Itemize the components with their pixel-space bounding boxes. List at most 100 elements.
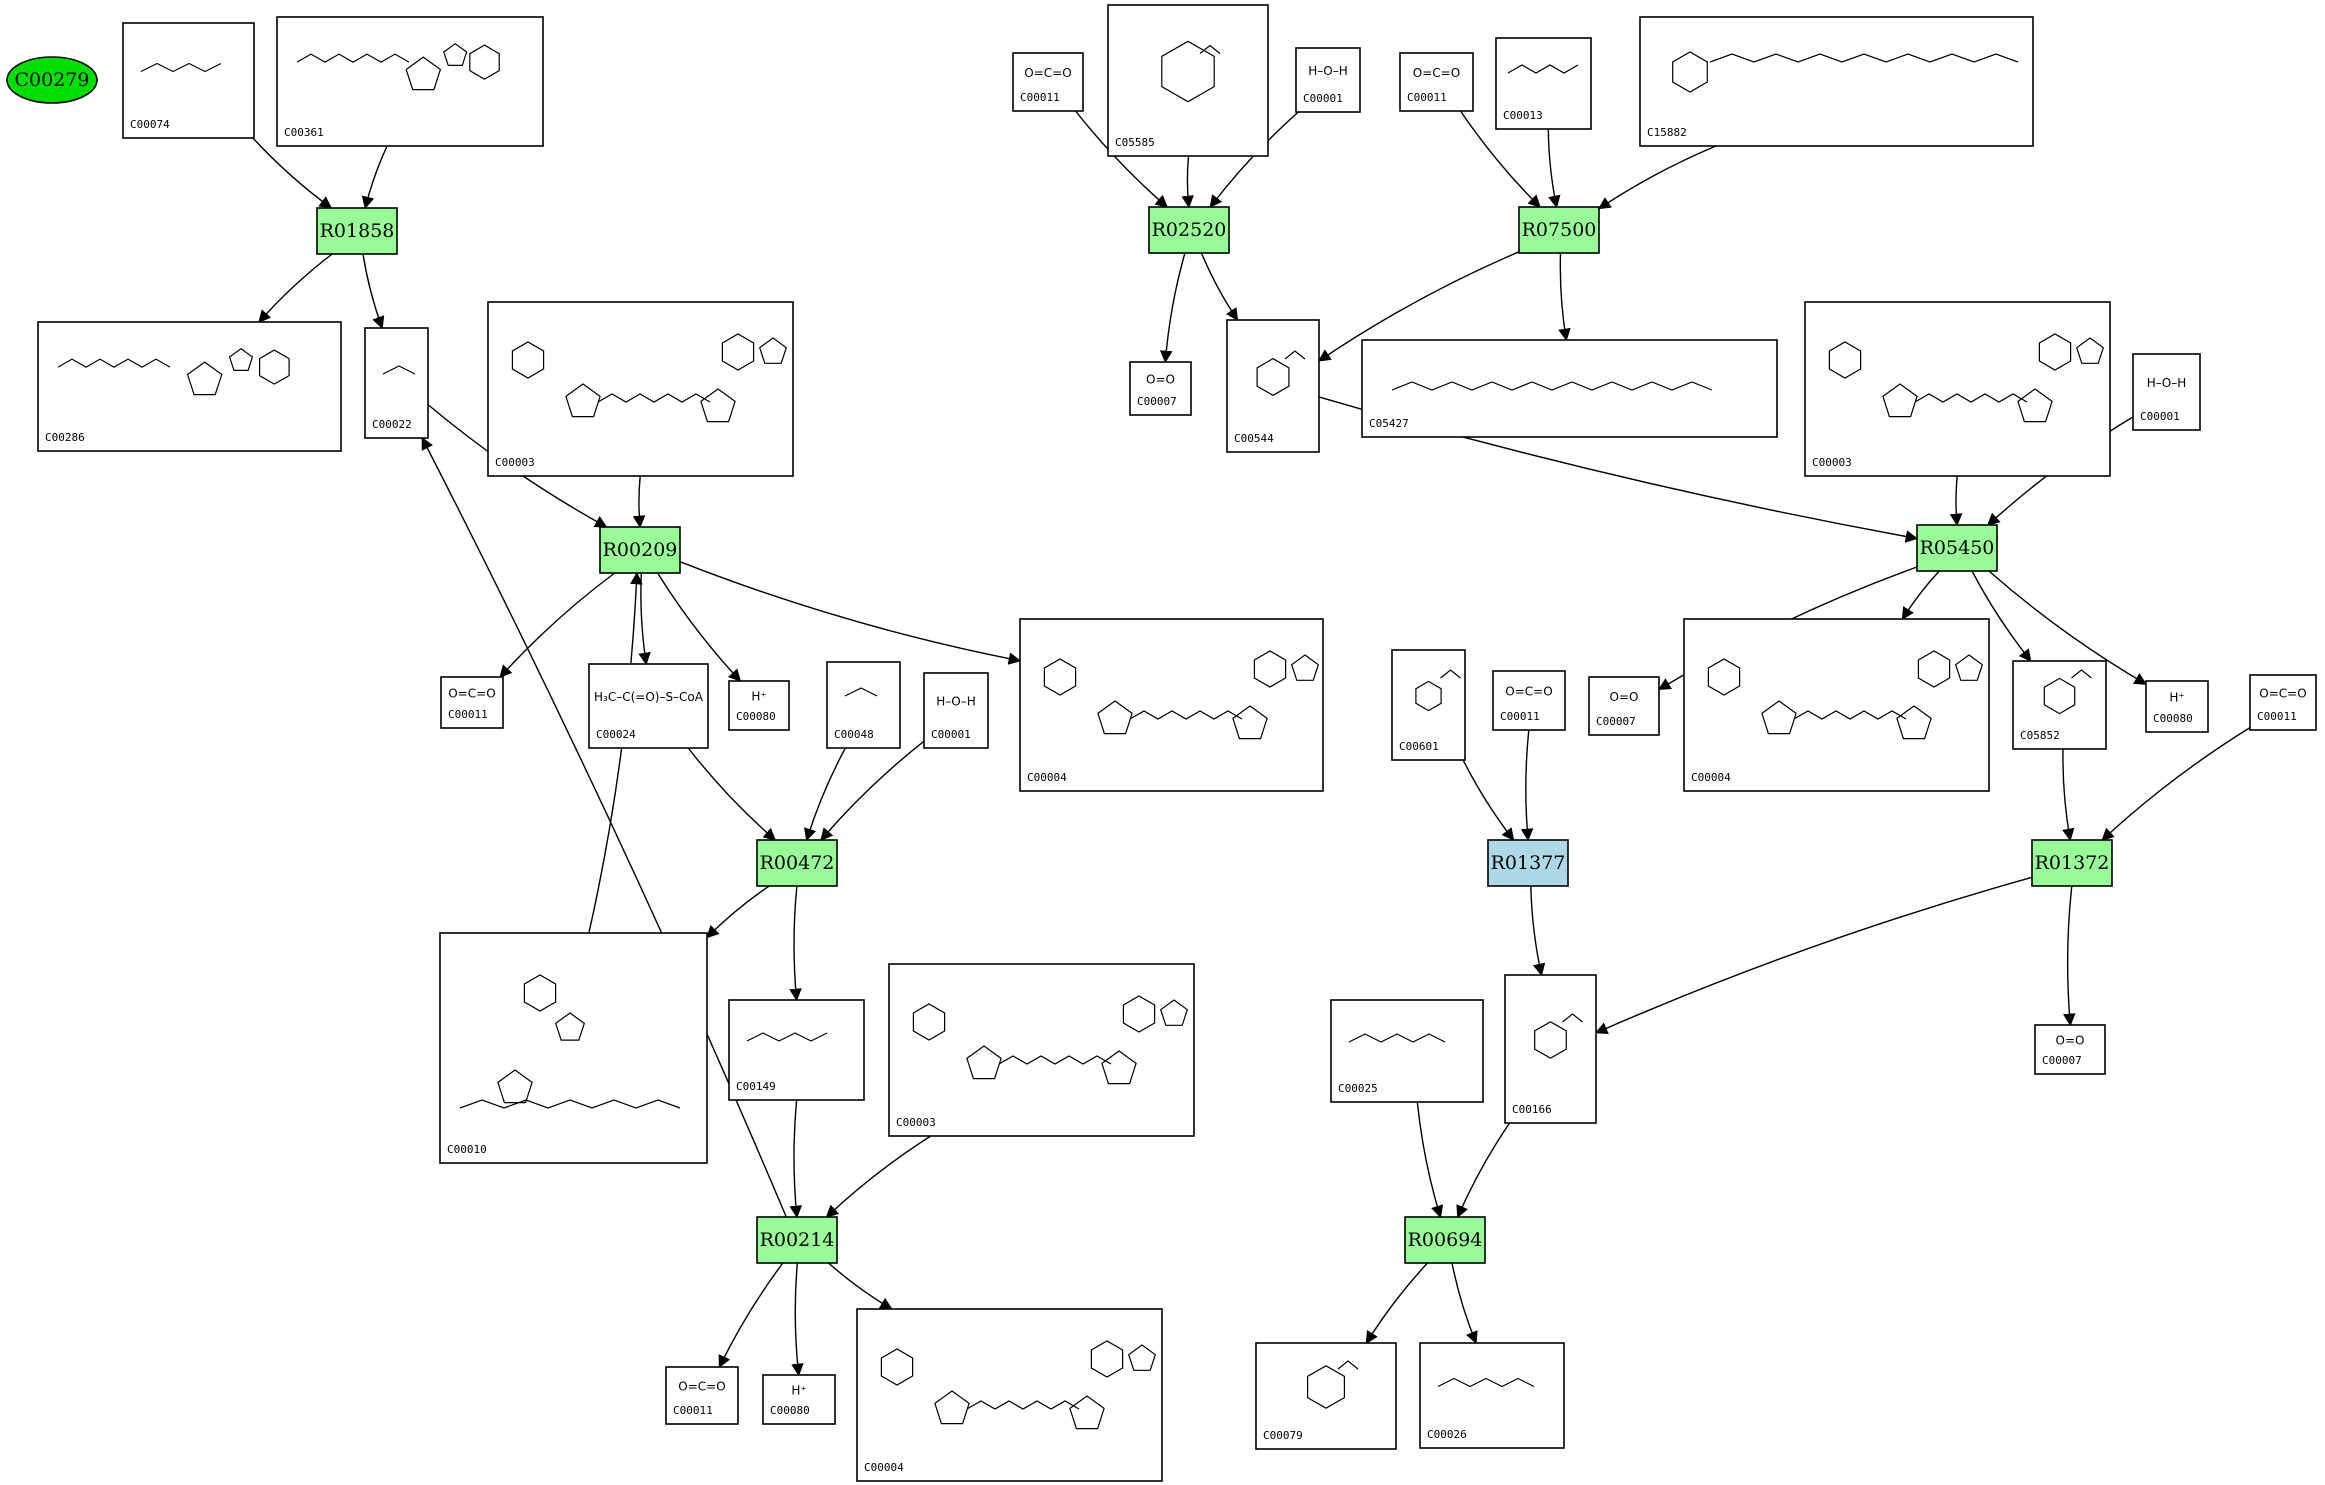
edge-arrow: [820, 740, 925, 841]
reaction-box: [1148, 206, 1230, 254]
structure-drawing: [382, 365, 416, 375]
structure-formula: O=C=O: [2259, 687, 2306, 701]
compound-id-label: C00007: [2042, 1054, 2082, 1067]
compound-node[interactable]: C00026: [1419, 1342, 1565, 1449]
compound-box: [826, 661, 901, 749]
reaction-box: [1916, 524, 1998, 572]
compound-node[interactable]: C00003: [1804, 301, 2111, 477]
edge-arrow: [718, 1262, 784, 1369]
compound-node[interactable]: C05852: [2012, 660, 2107, 750]
structure-drawing: [844, 687, 878, 697]
reaction-node[interactable]: R02520: [1148, 206, 1230, 254]
structure-drawing: [511, 333, 788, 423]
edge-arrow: [1209, 111, 1299, 209]
compound-id-label: C00026: [1427, 1428, 1467, 1441]
reaction-label: R00209: [603, 539, 678, 561]
reaction-node[interactable]: R01858: [316, 207, 398, 255]
compound-id-label: C00011: [2257, 710, 2297, 723]
structure-drawing: H₃C–C(=O)–S–CoA: [594, 690, 704, 704]
compound-node[interactable]: C00286: [37, 321, 342, 452]
compound-node[interactable]: C00013: [1495, 37, 1592, 130]
structure-formula: O=O: [1610, 690, 1639, 704]
compound-id-label: C00286: [45, 431, 85, 444]
compound-node[interactable]: O=C=O C00011: [2249, 674, 2317, 731]
compound-box: [1361, 339, 1778, 438]
compound-box: [2132, 353, 2201, 431]
compound-node[interactable]: C00361: [276, 16, 544, 147]
structure-drawing: [57, 347, 290, 396]
compound-node[interactable]: C00544: [1226, 319, 1320, 453]
compound-id-label: C00544: [1234, 432, 1274, 445]
compound-node[interactable]: C00048: [826, 661, 901, 749]
edge-arrow: [679, 561, 1022, 665]
compound-box: [1129, 361, 1192, 416]
compound-node[interactable]: C00003: [487, 301, 794, 477]
compound-node[interactable]: H⁺C00080: [762, 1374, 836, 1425]
reaction-node[interactable]: R00214: [756, 1216, 838, 1264]
compound-node[interactable]: C00601: [1391, 649, 1466, 761]
reaction-node[interactable]: R00209: [599, 526, 681, 574]
reaction-node[interactable]: R01377: [1487, 839, 1569, 887]
structure-drawing: [1534, 1013, 1583, 1059]
compound-id-label: C00007: [1137, 395, 1177, 408]
compound-id-label: C00166: [1512, 1103, 1552, 1116]
compound-node[interactable]: C00166: [1504, 974, 1597, 1124]
reaction-node[interactable]: R07500: [1518, 206, 1600, 254]
structure-drawing: O=C=O: [2259, 687, 2306, 701]
compound-node[interactable]: H⁺C00080: [728, 680, 790, 731]
compound-node[interactable]: C00010: [439, 932, 708, 1164]
start-node[interactable]: C00279: [6, 56, 98, 104]
compound-node[interactable]: C00004: [1019, 618, 1324, 792]
compound-node[interactable]: C00079: [1255, 1342, 1397, 1450]
compound-id-label: C00601: [1399, 740, 1439, 753]
compound-node[interactable]: C00022: [364, 327, 429, 439]
edge-arrow: [1181, 155, 1194, 209]
compound-node[interactable]: C00004: [856, 1308, 1163, 1482]
compound-id-label: C00080: [2153, 712, 2193, 725]
compound-node[interactable]: C00074: [122, 22, 255, 139]
compound-box: [440, 676, 504, 729]
edge-arrow: [1901, 570, 1940, 621]
structure-drawing: [1672, 51, 2019, 93]
compound-box: [2034, 1024, 2106, 1075]
compound-box: [665, 1366, 739, 1425]
reaction-node[interactable]: R00694: [1404, 1216, 1486, 1264]
edges-layer: [252, 110, 2251, 1377]
structure-drawing: [1307, 1360, 1359, 1409]
edge-arrow: [2063, 885, 2076, 1027]
compound-box: [2145, 680, 2209, 733]
compound-node[interactable]: C05427: [1361, 339, 1778, 438]
compound-box: [1330, 999, 1484, 1103]
reaction-node[interactable]: R00472: [756, 839, 838, 887]
compound-node[interactable]: C00025: [1330, 999, 1484, 1103]
reaction-label: R01858: [320, 220, 395, 242]
compound-box: [1495, 37, 1592, 130]
reaction-node[interactable]: R05450: [1916, 524, 1998, 572]
compound-node[interactable]: H⁺C00080: [2145, 680, 2209, 733]
reaction-label: R00214: [760, 1229, 835, 1251]
structure-drawing: [880, 1340, 1157, 1430]
compound-node[interactable]: C00003: [888, 963, 1195, 1137]
edge-arrow: [638, 572, 651, 666]
compound-node[interactable]: C15882: [1639, 16, 2034, 147]
compound-id-label: C00080: [736, 710, 776, 723]
edge-arrow: [789, 1099, 803, 1219]
compound-node[interactable]: C00004: [1683, 618, 1990, 792]
reaction-node[interactable]: R01372: [2031, 839, 2113, 887]
compound-node[interactable]: C05585: [1107, 4, 1269, 157]
compound-node[interactable]: C00149: [728, 999, 865, 1101]
reaction-label: R01372: [2035, 852, 2110, 874]
